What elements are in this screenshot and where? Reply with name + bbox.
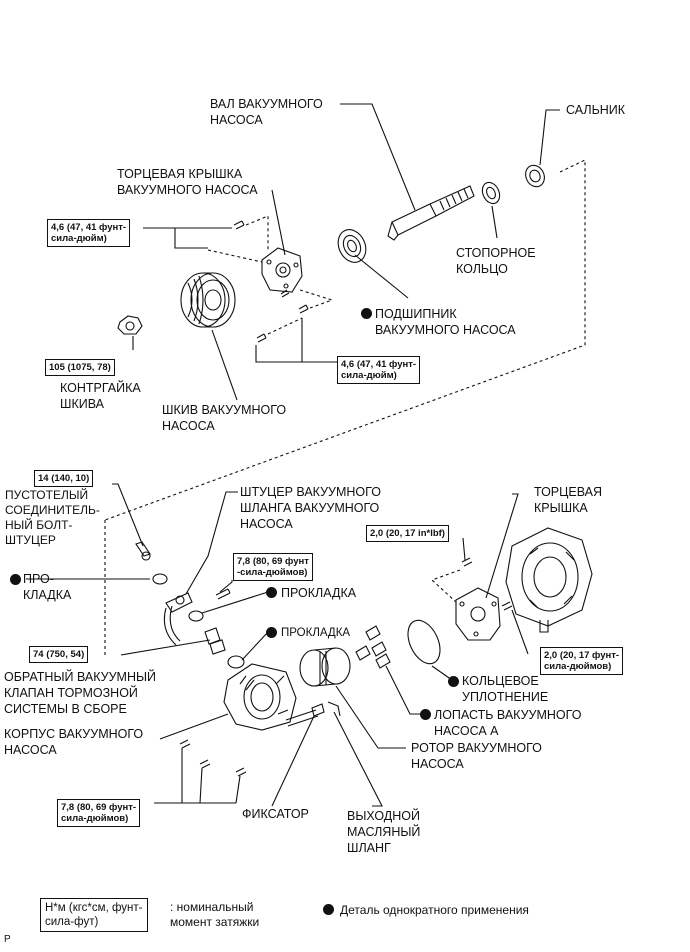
label-end-cover-top: ТОРЦЕВАЯ КРЫШКА ВАКУУМНОГО НАСОСА [117, 167, 258, 197]
single-use-marker [420, 709, 431, 720]
legend-unit-box: Н*м (кгс*см, фунт- сила-фут) [40, 898, 148, 932]
rotor-part [299, 647, 351, 687]
single-use-marker [266, 627, 277, 638]
gasket-2-part [188, 610, 204, 622]
torque-box-check-valve: 74 (750, 54) [29, 646, 89, 663]
label-check-valve: ОБРАТНЫЙ ВАКУУМНЫЙ КЛАПАН ТОРМОЗНОЙ СИСТ… [4, 670, 157, 716]
end-cover-plate-top [261, 247, 303, 293]
label-gasket-1: ПРО- КЛАДКА [23, 572, 72, 602]
torque-box-hose-union-bolt: 7,8 (80, 69 фунт -сила-дюймов) [233, 553, 313, 581]
label-vane: ЛОПАСТЬ ВАКУУМНОГО НАСОСА А [434, 708, 582, 738]
single-use-marker [448, 676, 459, 687]
o-ring-part [407, 619, 441, 665]
retainer-part [311, 703, 325, 717]
gasket-1-part [152, 573, 168, 585]
bearing-part [337, 229, 367, 263]
torque-box-end-frame: 2,0 (20, 17 фунт- сила-дюймов) [540, 647, 624, 675]
torque-box-end-cover-right: 2,0 (20, 17 in*lbf) [366, 525, 449, 542]
screws-top [233, 220, 309, 343]
label-gasket-2: ПРОКЛАДКА [281, 586, 357, 600]
label-pulley-nut: КОНТРГАЙКА ШКИВА [60, 381, 141, 411]
hose-union-part [163, 592, 193, 646]
alternator-frame-part [505, 527, 593, 633]
label-outlet-hose: ВЫХОДНОЙ МАСЛЯНЫЙ ШЛАНГ [347, 809, 421, 855]
check-valve-part [204, 627, 226, 655]
torque-box-end-cover-screws: 4,6 (47, 41 фунт- сила-дюйм) [47, 219, 131, 247]
vanes-part [355, 625, 391, 669]
label-union-bolt: ПУСТОТЕЛЫЙ СОЕДИНИТЕЛЬ- НЫЙ БОЛТ- ШТУЦЕР [5, 488, 100, 547]
single-use-marker [361, 308, 372, 319]
pulley-nut-part [117, 315, 143, 335]
corner-code: P [4, 934, 11, 945]
snap-ring-part [481, 181, 501, 205]
label-end-cover-right: ТОРЦЕВАЯ КРЫШКА [534, 485, 603, 515]
label-hose-union: ШТУЦЕР ВАКУУМНОГО ШЛАНГА ВАКУУМНОГО НАСО… [240, 485, 381, 531]
legend-unit-description: : номинальный момент затяжки [170, 900, 260, 929]
legend-single-use-text: Деталь однократного применения [340, 903, 529, 917]
torque-box-union-bolt: 14 (140, 10) [34, 470, 94, 487]
vacuum-shaft-part [387, 185, 475, 241]
outlet-hose-part [327, 701, 341, 717]
label-bearing: ПОДШИПНИК ВАКУУМНОГО НАСОСА [375, 307, 516, 337]
label-pulley: ШКИВ ВАКУУМНОГО НАСОСА [162, 403, 287, 433]
single-use-marker [10, 574, 21, 585]
label-vacuum-shaft: ВАЛ ВАКУУМНОГО НАСОСА [210, 97, 323, 127]
label-retainer: ФИКСАТОР [242, 807, 309, 821]
label-snap-ring: СТОПОРНОЕ КОЛЬЦО [456, 246, 536, 276]
label-gasket-3: ПРОКЛАДКА [281, 627, 351, 639]
legend-single-use-dot [323, 904, 334, 915]
end-cover-plate-right [455, 587, 501, 641]
gasket-3-part [227, 655, 245, 669]
label-oil-seal: САЛЬНИК [566, 103, 626, 117]
single-use-marker [266, 587, 277, 598]
torque-box-lower-screws: 4,6 (47, 41 фунт- сила-дюйм) [337, 356, 421, 384]
pump-housing-part [223, 663, 319, 731]
union-bolt-part [135, 541, 151, 561]
pulley-part [180, 272, 236, 328]
label-rotor: РОТОР ВАКУУМНОГО НАСОСА [411, 741, 542, 771]
label-housing: КОРПУС ВАКУУМНОГО НАСОСА [4, 727, 144, 757]
torque-box-housing-bolts: 7,8 (80, 69 фунт- сила-дюймов) [57, 799, 141, 827]
torque-box-pulley-nut: 105 (1075, 78) [45, 359, 115, 376]
oil-seal-part [525, 164, 545, 188]
label-o-ring: КОЛЬЦЕВОЕ УПЛОТНЕНИЕ [462, 674, 549, 704]
